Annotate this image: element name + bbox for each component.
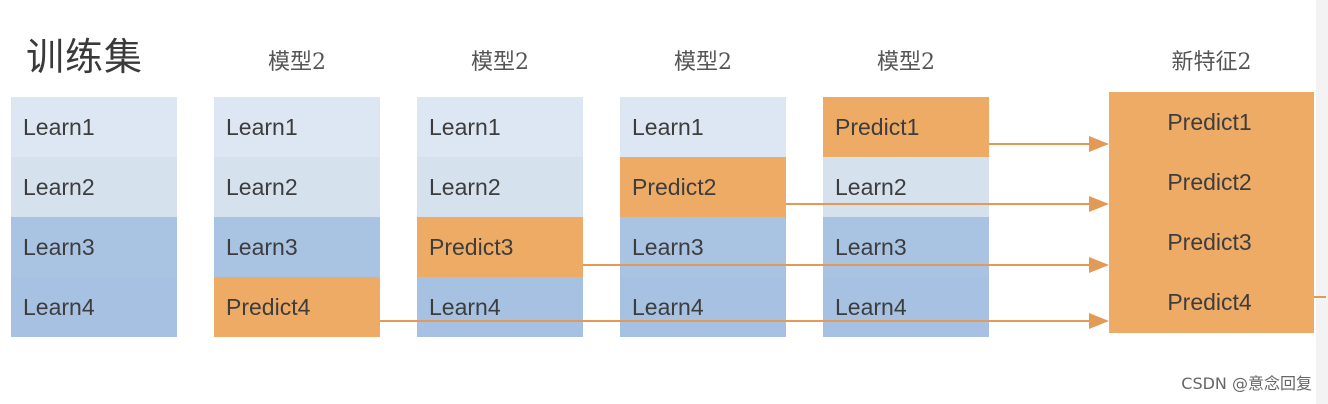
predict-cell: Predict2 [620,157,786,217]
column-header-4: 模型2 [877,50,935,75]
cell: Learn3 [11,217,177,277]
cell: Learn2 [214,157,380,217]
watermark: CSDN @意念回复 [1181,374,1312,393]
cell: Learn4 [417,277,583,337]
cell: Learn1 [620,97,786,157]
column-header-3: 模型2 [674,50,732,75]
column-header-1: 模型2 [268,50,326,75]
feature-cell: Predict2 [1167,168,1252,195]
cell: Learn3 [214,217,380,277]
diagram-title: 训练集 [26,35,144,79]
new-feature-block: Predict1 Predict2 Predict3 Predict4 [1109,92,1314,333]
cell: Learn1 [11,97,177,157]
cell: Learn4 [823,277,989,337]
model-fold-column-3: Learn1 Predict2 Learn3 Learn4 [620,97,786,337]
right-edge-bar [1316,0,1328,404]
cell: Learn1 [214,97,380,157]
model-fold-column-2: Learn1 Learn2 Predict3 Learn4 [417,97,583,337]
cell: Learn2 [11,157,177,217]
cell: Learn2 [823,157,989,217]
cell: Learn3 [620,217,786,277]
feature-header: 新特征2 [1171,50,1252,75]
predict-cell: Predict1 [823,97,989,157]
model-fold-column-4: Predict1 Learn2 Learn3 Learn4 [823,97,989,337]
feature-cell: Predict4 [1167,288,1252,315]
feature-cell: Predict1 [1167,108,1252,135]
cell: Learn4 [11,277,177,337]
cell: Learn4 [620,277,786,337]
cell: Learn2 [417,157,583,217]
cell: Learn1 [417,97,583,157]
column-header-2: 模型2 [471,50,529,75]
training-set-column: Learn1 Learn2 Learn3 Learn4 [11,97,177,337]
predict-cell: Predict4 [214,277,380,337]
feature-cell: Predict3 [1167,228,1252,255]
model-fold-column-1: Learn1 Learn2 Learn3 Predict4 [214,97,380,337]
cell: Learn3 [823,217,989,277]
predict-cell: Predict3 [417,217,583,277]
